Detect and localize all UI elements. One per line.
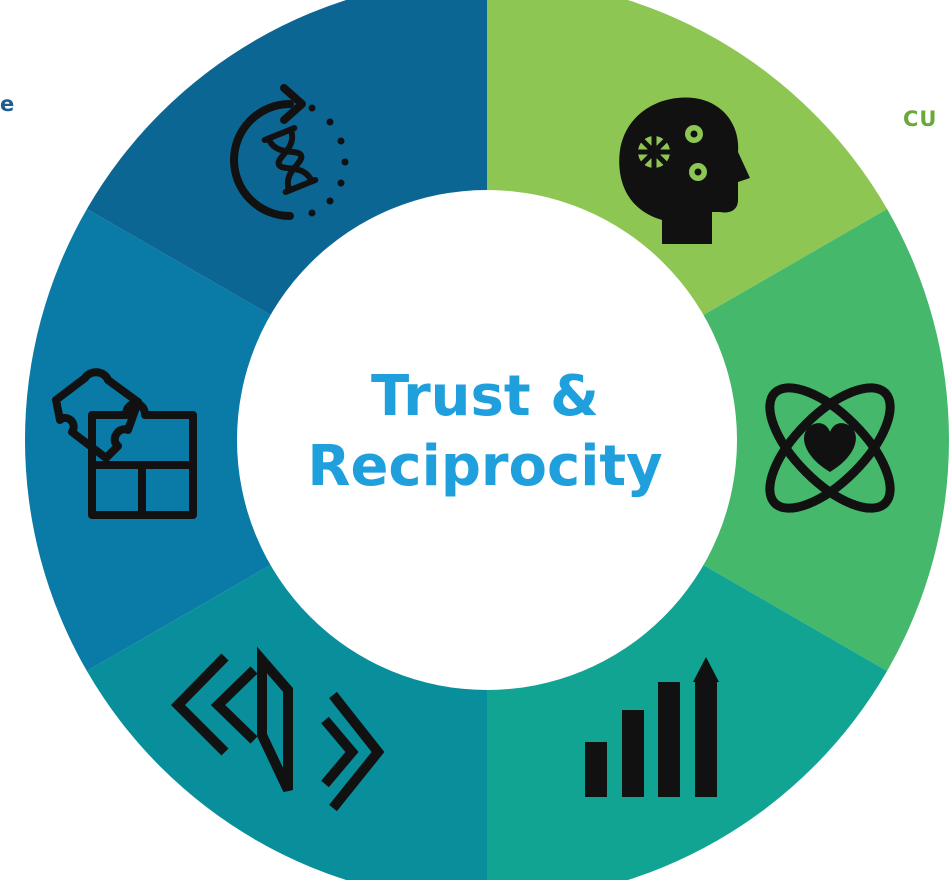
center-circle [237, 190, 737, 690]
puzzle-icon [52, 368, 197, 519]
brain-gears-icon [619, 97, 750, 244]
atom-heart-icon [765, 383, 895, 513]
edge-label-right: CU [903, 107, 938, 131]
growth-chart-icon [585, 657, 719, 797]
center-title-line-2: Reciprocity [307, 434, 663, 499]
arrows-exchange-icon [170, 646, 385, 812]
center-title-line-1: Trust & [371, 364, 599, 429]
hourglass-cycle-icon [230, 84, 349, 220]
edge-label-left: e [0, 92, 16, 116]
center-title: Trust & Reciprocity [285, 362, 685, 502]
